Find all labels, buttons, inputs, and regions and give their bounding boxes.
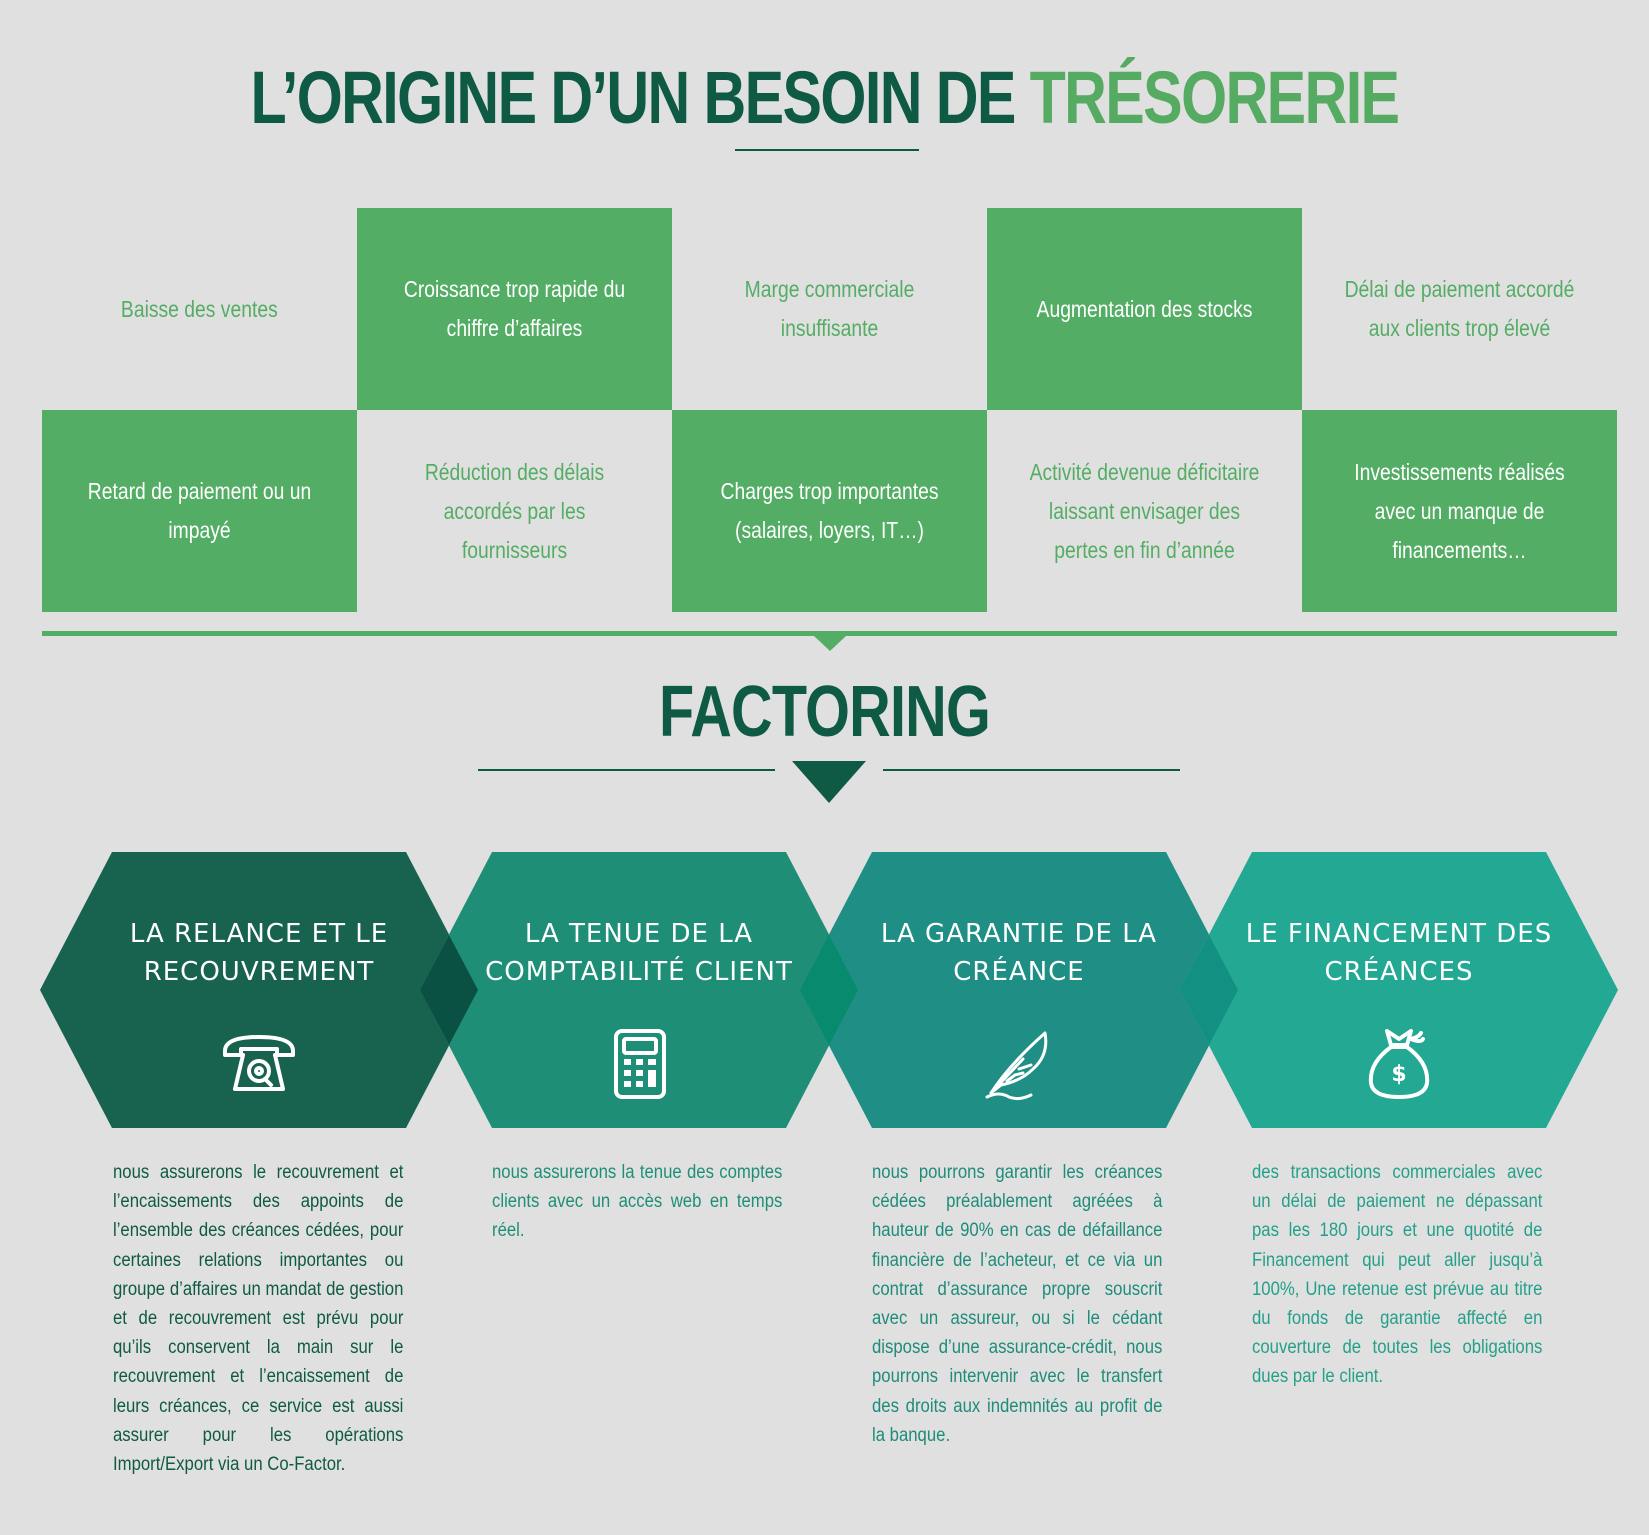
cause-cell: Délai de paiement accordé aux clients tr… [1302, 208, 1617, 410]
cause-text: Marge commerciale insuffisante [744, 276, 915, 341]
cause-text: Retard de paiement ou un impayé [87, 478, 312, 543]
causes-grid: Baisse des ventes Croissance trop rapide… [42, 208, 1617, 612]
hex-overlap-3 [1180, 935, 1238, 1045]
page-title: L’ORIGINE D’UN BESOIN DE TRÉSORERIE [165, 58, 1484, 138]
cause-cell: Investissements réalisés avec un manque … [1302, 410, 1617, 612]
cause-text: Augmentation des stocks [1036, 295, 1253, 322]
cause-cell: Marge commerciale insuffisante [672, 208, 987, 410]
hex-accounting [420, 852, 858, 1128]
cause-text: Baisse des ventes [121, 295, 278, 322]
factoring-title: FACTORING [659, 672, 991, 752]
cause-text: Investissements réalisés avec un manque … [1354, 458, 1565, 563]
money-bag-icon: $ [1368, 1029, 1430, 1099]
factoring-arrow-down-icon [792, 761, 866, 803]
hex-overlap-1 [420, 935, 478, 1045]
title-underline [735, 149, 919, 151]
hex-recovery [40, 852, 478, 1128]
description-text: nous pourrons garantir les créances cédé… [872, 1162, 1163, 1446]
cause-cell: Baisse des ventes [42, 208, 357, 410]
description-text: nous assurerons la tenue des comptes cli… [492, 1162, 783, 1242]
description-text: nous assurerons le recouvrement et l’enc… [113, 1162, 404, 1476]
cause-cell: Charges trop importantes (salaires, loye… [672, 410, 987, 612]
section-divider [42, 631, 1617, 636]
service-description-guarantee: nous pourrons garantir les créances cédé… [872, 1158, 1162, 1450]
service-title-financing: LE FINANCEMENT DES CRÉANCES [1245, 919, 1553, 987]
cause-text: Charges trop importantes (salaires, loye… [720, 478, 939, 543]
factoring-rule-left [478, 769, 775, 771]
service-description-recovery: nous assurerons le recouvrement et l’enc… [113, 1158, 403, 1479]
divider-arrow-icon [814, 636, 846, 651]
svg-text:$: $ [1391, 1062, 1406, 1087]
title-main: L’ORIGINE D’UN BESOIN DE [250, 56, 1030, 139]
quill-pen-icon [985, 1031, 1048, 1101]
cause-text: Activité devenue déficitaire laissant en… [1029, 458, 1260, 563]
cause-cell: Activité devenue déficitaire laissant en… [987, 410, 1302, 612]
cause-cell: Augmentation des stocks [987, 208, 1302, 410]
service-title-accounting: LA TENUE DE LA COMPTABILITÉ CLIENT [485, 919, 793, 987]
cause-text: Délai de paiement accordé aux clients tr… [1344, 276, 1575, 341]
hex-guarantee [800, 852, 1238, 1128]
service-title-recovery: LA RELANCE ET LE RECOUVREMENT [129, 919, 389, 987]
cause-text: Croissance trop rapide du chiffre d’affa… [403, 276, 626, 341]
service-description-accounting: nous assurerons la tenue des comptes cli… [492, 1158, 782, 1246]
title-accent: TRÉSORERIE [1029, 56, 1400, 139]
description-text: des transactions commerciales avec un dé… [1252, 1162, 1543, 1388]
cause-cell: Réduction des délais accordés par les fo… [357, 410, 672, 612]
cause-text: Réduction des délais accordés par les fo… [424, 458, 605, 563]
hex-financing [1180, 852, 1618, 1128]
calculator-icon [614, 1029, 666, 1099]
cause-cell: Croissance trop rapide du chiffre d’affa… [357, 208, 672, 410]
telephone-icon [223, 1035, 295, 1091]
service-title-guarantee: LA GARANTIE DE LA CRÉANCE [880, 919, 1158, 987]
service-description-financing: des transactions commerciales avec un dé… [1252, 1158, 1542, 1392]
hex-overlap-2 [800, 935, 858, 1045]
factoring-rule-right [883, 769, 1180, 771]
services-hexagons [40, 852, 1618, 1128]
cause-cell: Retard de paiement ou un impayé [42, 410, 357, 612]
